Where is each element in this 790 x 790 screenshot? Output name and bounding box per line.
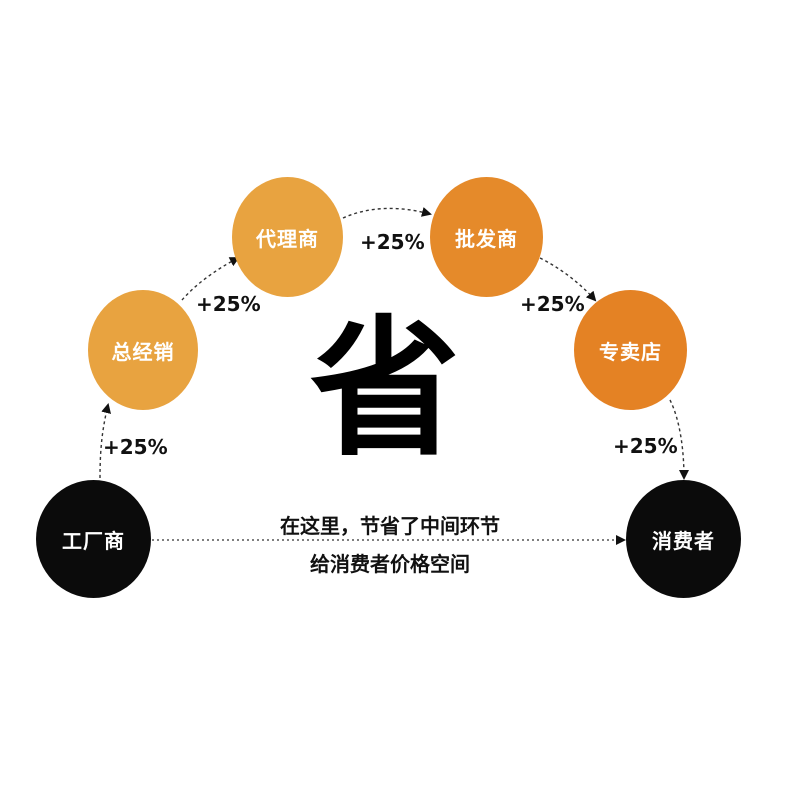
arrow-store-to-consumer <box>669 399 689 480</box>
markup-wholesaler-to-store: +25% <box>520 292 585 316</box>
node-consumer: 消费者 <box>626 480 741 598</box>
node-store-label: 专卖店 <box>599 339 662 364</box>
note-line-2: 给消费者价格空间 <box>310 552 470 576</box>
arrow-wholesaler-to-store <box>539 257 597 302</box>
markup-general-to-agent: +25% <box>196 292 261 316</box>
note-line-1: 在这里，节省了中间环节 <box>280 514 500 538</box>
node-wholesaler-label: 批发商 <box>455 226 518 251</box>
markup-factory-to-general: +25% <box>103 435 168 459</box>
save-character: 省 <box>309 303 460 477</box>
arrow-general-to-agent <box>181 257 240 301</box>
node-consumer-label: 消费者 <box>652 528 715 553</box>
node-factory: 工厂商 <box>36 480 151 598</box>
node-agent-label: 代理商 <box>256 226 319 251</box>
node-general-distributor: 总经销 <box>88 290 198 410</box>
markup-store-to-consumer: +25% <box>613 434 678 458</box>
node-general-distributor-label: 总经销 <box>111 339 175 364</box>
arrow-factory-to-general <box>99 403 111 479</box>
markup-agent-to-wholesaler: +25% <box>360 230 425 254</box>
node-wholesaler: 批发商 <box>430 177 543 297</box>
node-agent: 代理商 <box>232 177 343 297</box>
node-store: 专卖店 <box>574 290 687 410</box>
node-factory-label: 工厂商 <box>62 528 125 553</box>
arrow-agent-to-wholesaler <box>342 207 432 219</box>
